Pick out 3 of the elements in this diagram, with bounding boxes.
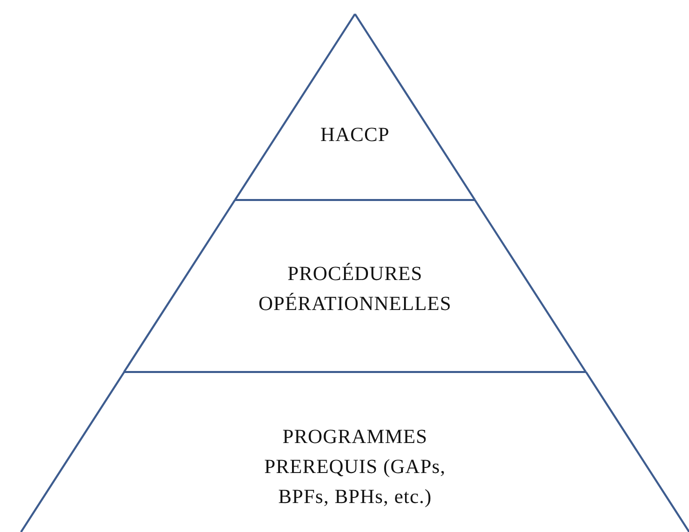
tier-label: HACCP [319,123,391,148]
tier-label: PROGRAMMES PREREQUIS (GAPs, BPFs, BPHs, etc.) [263,425,447,510]
tier-label: PROCÉDURES OPÉRATIONNELLES [257,262,452,317]
